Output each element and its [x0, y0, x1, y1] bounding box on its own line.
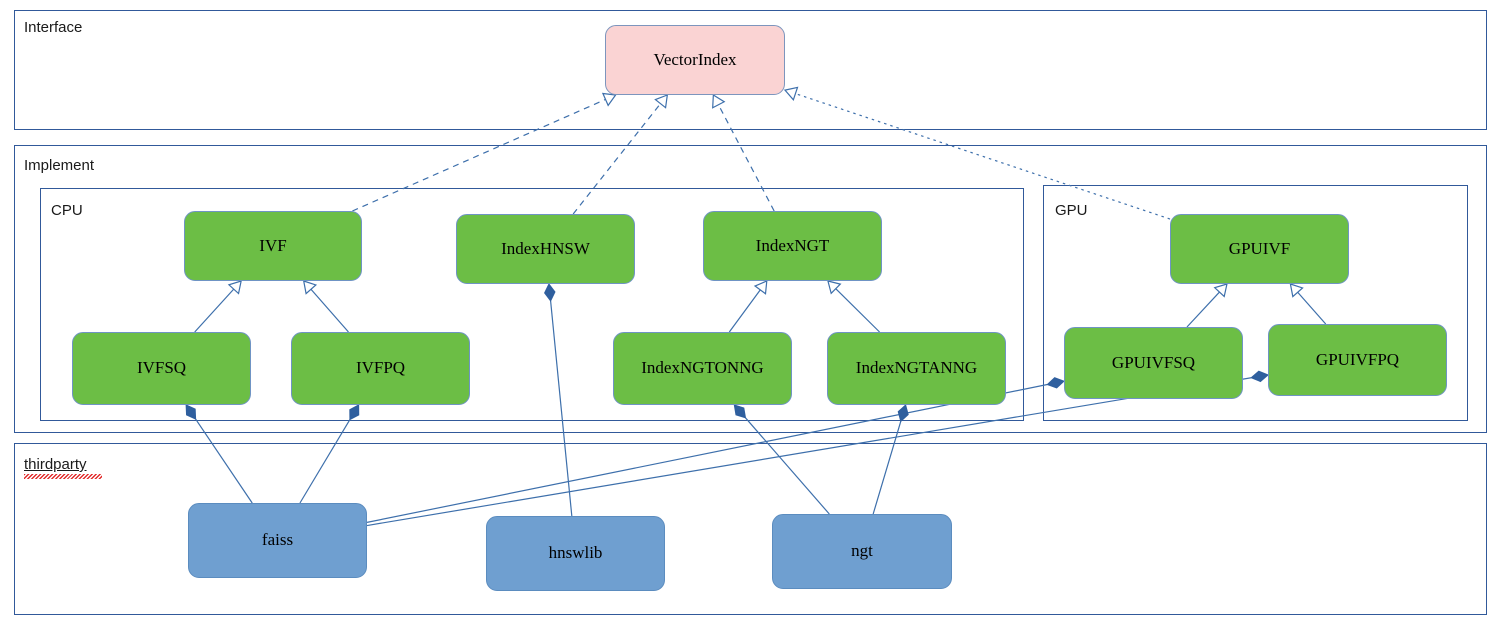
group-label-implement: Implement — [24, 157, 95, 174]
edge-ivfsq-to-ivf — [194, 280, 242, 333]
edge-faiss-to-gpuivfsq — [366, 377, 1065, 523]
edge-hnswlib-to-indexhnsw — [544, 283, 573, 517]
node-ivf[interactable]: IVF — [184, 211, 362, 281]
edge-faiss-to-ivfpq — [299, 404, 360, 504]
edge-faiss-to-gpuivfpq — [366, 370, 1269, 527]
node-ngt[interactable]: ngt — [772, 514, 952, 589]
group-label-cpu: CPU — [51, 202, 83, 219]
edge-gpuivfsq-to-gpuivf — [1186, 283, 1228, 328]
group-box-implement — [14, 145, 1487, 433]
node-faiss[interactable]: faiss — [188, 503, 367, 578]
edge-ivf-to-vectorindex — [352, 92, 617, 212]
group-box-thirdparty — [14, 443, 1487, 615]
node-hnswlib[interactable]: hnswlib — [486, 516, 665, 591]
edge-indexngt-to-vectorindex — [712, 93, 775, 212]
node-gpuivf[interactable]: GPUIVF — [1170, 214, 1349, 284]
edge-gpuivf-to-vectorindex — [783, 86, 1171, 220]
group-label-interface: Interface — [24, 19, 83, 36]
node-gpuivfsq[interactable]: GPUIVFSQ — [1064, 327, 1243, 399]
spellcheck-squiggle-thirdparty — [24, 474, 102, 479]
group-box-interface — [14, 10, 1487, 130]
edge-indexngtanng-to-indexngt — [827, 280, 880, 333]
node-gpuivfpq[interactable]: GPUIVFPQ — [1268, 324, 1447, 396]
group-label-thirdparty: thirdparty — [24, 456, 87, 473]
node-indexngtonng[interactable]: IndexNGTONNG — [613, 332, 792, 405]
group-label-gpu: GPU — [1055, 202, 1088, 219]
edge-faiss-to-ivfsq — [185, 404, 253, 504]
node-vectorindex[interactable]: VectorIndex — [605, 25, 785, 95]
node-indexhnsw[interactable]: IndexHNSW — [456, 214, 635, 284]
edge-indexngtonng-to-indexngt — [728, 280, 768, 333]
group-box-gpu — [1043, 185, 1468, 421]
node-indexngt[interactable]: IndexNGT — [703, 211, 882, 281]
edge-ngt-to-indexngtonng — [733, 404, 830, 515]
node-indexngtanng[interactable]: IndexNGTANNG — [827, 332, 1006, 405]
edge-gpuivfpq-to-gpuivf — [1289, 283, 1327, 325]
node-ivfsq[interactable]: IVFSQ — [72, 332, 251, 405]
node-ivfpq[interactable]: IVFPQ — [291, 332, 470, 405]
edge-ngt-to-indexngtanng — [872, 404, 909, 515]
edge-indexhnsw-to-vectorindex — [572, 94, 669, 215]
edge-ivfpq-to-ivf — [302, 280, 349, 333]
group-box-cpu — [40, 188, 1024, 421]
